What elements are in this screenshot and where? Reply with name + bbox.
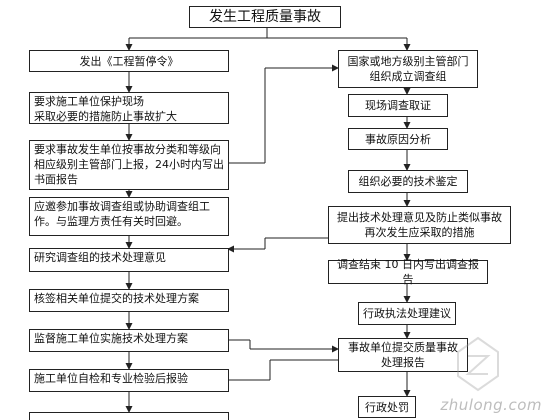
assist-node: 应邀参加事故调查组或协助调查组工作。与监理方责任有关时回避。 bbox=[29, 197, 229, 236]
stop-work-node: 发出《工程暂停令》 bbox=[29, 50, 229, 72]
supervise-node: 监督施工单位实施技术处理方案 bbox=[29, 329, 229, 352]
report-node: 要求事故发生单位按事故分类和等级向相应级别主管部门上报，24小时内写出书面报告 bbox=[29, 140, 229, 190]
next-step-node bbox=[29, 412, 229, 420]
study-node: 研究调查组的技术处理意见 bbox=[29, 248, 229, 272]
watermark-logo-icon bbox=[457, 336, 499, 392]
cause-analysis-node: 事故原因分析 bbox=[348, 128, 448, 150]
report-10days-node: 调查结束 10 日内写出调查报告 bbox=[328, 258, 488, 286]
proposal-node: 提出技术处理意见及防止类似事故再次发生应采取的措施 bbox=[328, 206, 511, 244]
start-node: 发生工程质量事故 bbox=[189, 6, 341, 28]
review-node: 核签相关单位提交的技术处理方案 bbox=[29, 289, 229, 312]
quality-report-node: 事故单位提交质量事故处理报告 bbox=[338, 338, 468, 372]
field-survey-node: 现场调查取证 bbox=[348, 94, 448, 117]
admin-suggest-node: 行政执法处理建议 bbox=[358, 302, 456, 325]
protect-site-node: 要求施工单位保护现场 采取必要的措施防止事故扩大 bbox=[29, 92, 229, 124]
technical-appraisal-node: 组织必要的技术鉴定 bbox=[348, 170, 468, 193]
selfcheck-node: 施工单位自检和专业检验后报验 bbox=[29, 369, 229, 392]
penalty-node: 行政处罚 bbox=[358, 396, 416, 418]
investigation-group-node: 国家或地方级别主管部门组织成立调查组 bbox=[338, 50, 478, 88]
watermark-text: zhulong.com bbox=[440, 396, 542, 414]
